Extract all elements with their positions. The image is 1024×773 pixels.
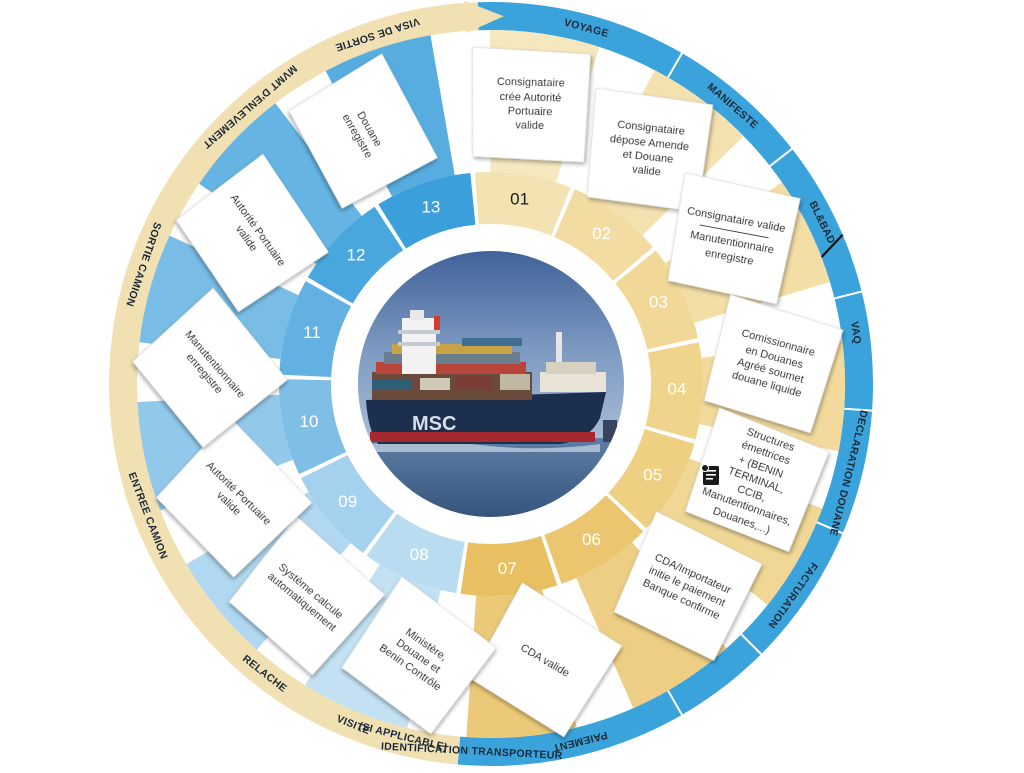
step-number: 01 — [510, 190, 529, 209]
step-number: 13 — [421, 197, 440, 216]
step-segment — [301, 455, 395, 554]
containers-block — [372, 338, 606, 400]
outer-phase-ring — [109, 0, 874, 766]
step-number: 05 — [643, 465, 662, 484]
step-number: 02 — [592, 224, 611, 243]
card-line: valide — [631, 163, 662, 179]
step-number: 09 — [338, 492, 357, 511]
document-icon — [701, 464, 719, 485]
card-line: Portuaire — [507, 105, 553, 119]
step-segment — [645, 342, 703, 440]
phase-separator — [834, 290, 862, 300]
step-segment — [307, 206, 404, 304]
step-number: 12 — [347, 246, 366, 265]
card-line: crée Autorité — [499, 90, 562, 105]
card-line: CDA valide — [518, 641, 572, 680]
step-segment — [608, 429, 695, 529]
step-segment — [378, 173, 476, 249]
ship-hull-text: MSC — [412, 413, 456, 435]
step-segment — [615, 250, 698, 350]
step-card: Structures émettrices+ (BENIN TERMINAL,C… — [684, 407, 830, 553]
step-segment — [279, 281, 352, 377]
phase-separator — [844, 407, 873, 412]
cycle-arrow-head — [464, 0, 504, 33]
step-number: 07 — [498, 559, 517, 578]
step-segment — [544, 495, 644, 584]
phase-label: VAQ — [848, 321, 863, 345]
step-card: Consignataire valideManutentionnaireenre… — [667, 172, 801, 305]
center-photo: MSC — [341, 234, 641, 534]
phase-separator — [816, 521, 844, 535]
step-segment — [554, 189, 653, 281]
step-segment — [279, 379, 347, 475]
phase-separator — [667, 690, 683, 716]
step-segment — [474, 172, 571, 236]
step-segment — [366, 513, 465, 594]
step-number: 08 — [410, 545, 429, 564]
card-line: Autorité Portuaire — [203, 459, 274, 528]
step-number: 06 — [582, 530, 601, 549]
step-number: 03 — [649, 293, 668, 312]
step-segment — [460, 535, 558, 596]
step-number: 11 — [303, 323, 321, 342]
phase-separator — [769, 148, 793, 167]
step-number: 04 — [667, 380, 686, 399]
phase-separator-dark — [820, 233, 844, 258]
step-number: 10 — [300, 412, 319, 431]
phase-separator — [667, 52, 683, 78]
phase-separator — [740, 633, 762, 655]
card-line: valide — [515, 119, 545, 133]
